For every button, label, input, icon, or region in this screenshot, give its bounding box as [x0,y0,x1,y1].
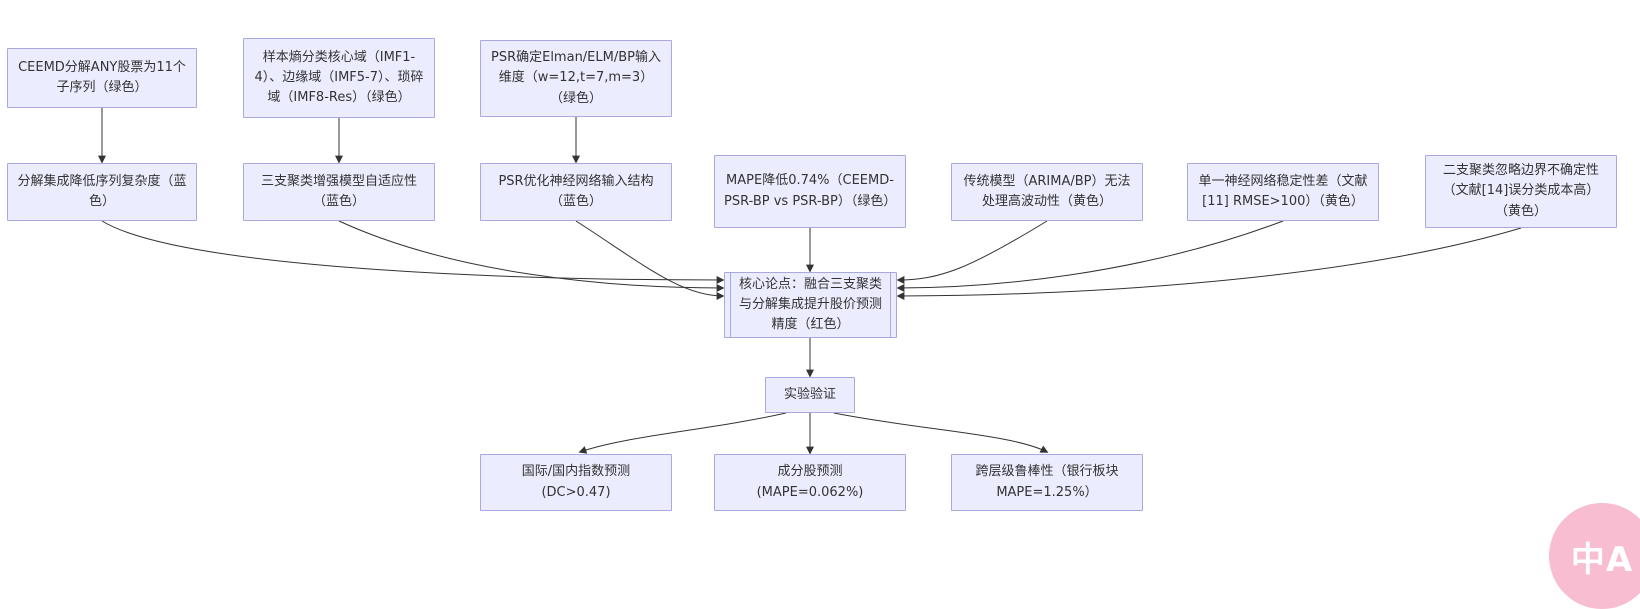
node-cross-level-robustness: 跨层级鲁棒性（银行板块MAPE=1.25%） [951,454,1143,511]
node-core-thesis: 核心论点：融合三支聚类与分解集成提升股价预测精度（红色） [724,272,897,338]
translate-badge[interactable]: 中A [1549,503,1640,609]
node-ceemd-decomposition: CEEMD分解ANY股票为11个子序列（绿色） [7,48,197,108]
node-single-nn-instability: 单一神经网络稳定性差（文献[11] RMSE>100）（黄色） [1187,163,1379,221]
node-index-prediction: 国际/国内指数预测 (DC>0.47) [480,454,672,511]
node-traditional-model-limitation: 传统模型（ARIMA/BP）无法处理高波动性（黄色） [951,163,1143,221]
edge-experiment-to-robustness [833,412,1049,453]
edge-traditional-to-core [896,220,1048,284]
edge-decomposition-to-core [101,220,725,284]
node-psr-input-structure: PSR优化神经网络输入结构（蓝色） [480,163,672,221]
edge-psrstruct-to-core [575,220,725,300]
node-experiment-validation: 实验验证 [765,377,855,413]
edge-experiment-to-index [578,412,787,454]
node-decomposition-complexity: 分解集成降低序列复杂度（蓝色） [7,163,197,221]
node-three-way-clustering-adaptivity: 三支聚类增强模型自适应性（蓝色） [243,163,435,221]
node-sample-entropy-classification: 样本熵分类核心域（IMF1-4）、边缘域（IMF5-7）、琐碎域（IMF8-Re… [243,38,435,118]
translate-badge-label: 中A [1570,539,1634,580]
edge-singlenn-to-core [896,220,1284,292]
node-mape-reduction: MAPE降低0.74%（CEEMD-PSR-BP vs PSR-BP）（绿色） [714,155,906,228]
node-two-way-clustering-limitation: 二支聚类忽略边界不确定性（文献[14]误分类成本高）（黄色） [1425,155,1617,228]
edge-threeway-to-core [338,220,725,292]
node-constituent-prediction: 成分股预测 (MAPE=0.062%) [714,454,906,511]
edge-twoway-to-core [896,227,1522,300]
node-psr-input-dimension: PSR确定Elman/ELM/BP输入维度（w=12,t=7,m=3）（绿色） [480,40,672,117]
core-node-right-bar [890,273,891,337]
core-thesis-label: 核心论点：融合三支聚类与分解集成提升股价预测精度（红色） [738,276,882,333]
diagram-edges [98,108,1522,455]
core-node-left-bar [730,273,731,337]
